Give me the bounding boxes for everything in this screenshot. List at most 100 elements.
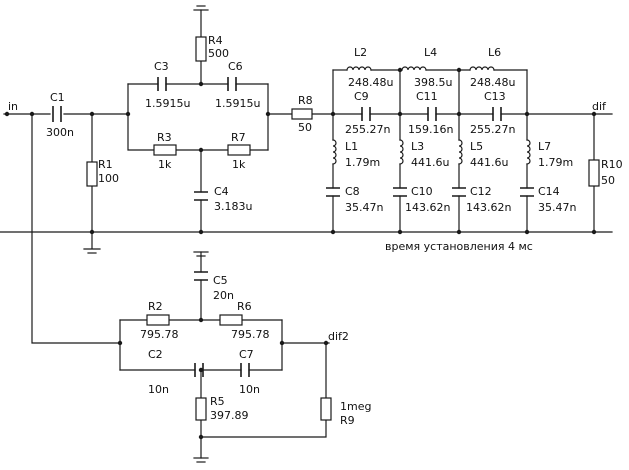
inductor-L6 <box>469 66 495 71</box>
value-C12: 143.62n <box>466 201 511 214</box>
terminal-dif2 <box>323 340 329 346</box>
capacitor-C13 <box>492 107 502 121</box>
value-R8: 50 <box>298 121 312 134</box>
capacitor-C14 <box>520 187 534 197</box>
resistor-R7 <box>227 144 251 156</box>
junction-dot <box>265 111 271 117</box>
inductor-L5 <box>458 139 463 165</box>
junction-dot <box>125 111 131 117</box>
ground-icon <box>193 5 209 11</box>
resistor-R2 <box>146 314 170 326</box>
value-C11: 159.16n <box>408 123 453 136</box>
ref-R4: R4 <box>208 34 223 47</box>
junction-dot <box>397 229 403 235</box>
junction-dots <box>4 67 597 440</box>
resistor-R10 <box>588 159 600 187</box>
value-R2: 795.78 <box>140 328 179 341</box>
ground-icon <box>83 248 101 254</box>
capacitor-C6 <box>227 77 237 91</box>
note-text: время установления 4 мс <box>385 240 533 253</box>
ref-R10: R10 <box>601 158 623 171</box>
junction-dot <box>456 67 462 73</box>
ref-R1: R1 <box>98 158 113 171</box>
ref-L4: L4 <box>424 46 437 59</box>
inductor-L2 <box>346 66 372 71</box>
capacitors <box>52 77 534 377</box>
ref-C11: C11 <box>416 90 438 103</box>
ref-R5: R5 <box>210 395 225 408</box>
value-R9: 1meg <box>340 400 371 413</box>
resistors <box>86 36 600 421</box>
net-label-in: in <box>8 100 18 113</box>
ref-R8: R8 <box>298 94 313 107</box>
capacitor-C12 <box>452 187 466 197</box>
ref-R9: R9 <box>340 414 355 427</box>
value-R5: 397.89 <box>210 409 249 422</box>
terminal-in <box>4 111 10 117</box>
ref-L2: L2 <box>354 46 367 59</box>
junction-dot <box>89 111 95 117</box>
ref-L6: L6 <box>488 46 501 59</box>
junction-dot <box>591 229 597 235</box>
value-C3: 1.5915u <box>145 97 190 110</box>
ref-C12: C12 <box>470 185 492 198</box>
ref-L5: L5 <box>470 140 483 153</box>
ref-C8: C8 <box>345 185 360 198</box>
value-C9: 255.27n <box>345 123 390 136</box>
junction-dot <box>279 340 285 346</box>
ground-symbols <box>83 5 209 463</box>
ref-C13: C13 <box>484 90 506 103</box>
ref-R3: R3 <box>157 131 172 144</box>
value-L5: 441.6u <box>470 156 508 169</box>
ref-C5: C5 <box>213 274 228 287</box>
inductors <box>332 66 531 165</box>
value-C14: 35.47n <box>538 201 576 214</box>
junction-dot <box>397 67 403 73</box>
junction-dot <box>456 111 462 117</box>
value-R7: 1k <box>232 158 246 171</box>
resistor-R1 <box>86 161 98 187</box>
inductor-L1 <box>332 139 337 165</box>
junction-dot <box>330 229 336 235</box>
value-L2: 248.48u <box>348 76 393 89</box>
capacitor-C11 <box>427 107 437 121</box>
value-C10: 143.62n <box>405 201 450 214</box>
ref-C6: C6 <box>228 60 243 73</box>
value-R4: 500 <box>208 47 229 60</box>
value-R3: 1k <box>158 158 172 171</box>
resistor-R9 <box>320 397 332 421</box>
value-C8: 35.47n <box>345 201 383 214</box>
junction-dot <box>524 229 530 235</box>
junction-dot <box>198 367 204 373</box>
net-label-dif2: dif2 <box>328 330 349 343</box>
value-R1: 100 <box>98 172 119 185</box>
wires <box>0 9 613 459</box>
junction-dot <box>456 229 462 235</box>
junction-dot <box>198 317 204 323</box>
value-C13: 255.27n <box>470 123 515 136</box>
ground-icon <box>193 251 209 257</box>
capacitor-C10 <box>393 187 407 197</box>
junction-dot <box>524 111 530 117</box>
net-label-dif: dif <box>592 100 607 113</box>
junction-dot <box>117 340 123 346</box>
ref-C9: C9 <box>354 90 369 103</box>
value-R10: 50 <box>601 174 615 187</box>
value-C5: 20n <box>213 289 234 302</box>
capacitor-C3 <box>157 77 167 91</box>
junction-dot <box>198 81 204 87</box>
value-L1: 1.79m <box>345 156 380 169</box>
ref-C2: C2 <box>148 348 163 361</box>
value-C2: 10n <box>148 383 169 396</box>
value-C4: 3.183u <box>214 200 252 213</box>
junction-dot <box>89 229 95 235</box>
capacitor-C4 <box>194 191 208 201</box>
ref-L1: L1 <box>345 140 358 153</box>
capacitor-C2 <box>194 363 204 377</box>
capacitor-C8 <box>326 187 340 197</box>
resistor-R6 <box>219 314 243 326</box>
ref-C14: C14 <box>538 185 560 198</box>
ref-R6: R6 <box>237 300 252 313</box>
